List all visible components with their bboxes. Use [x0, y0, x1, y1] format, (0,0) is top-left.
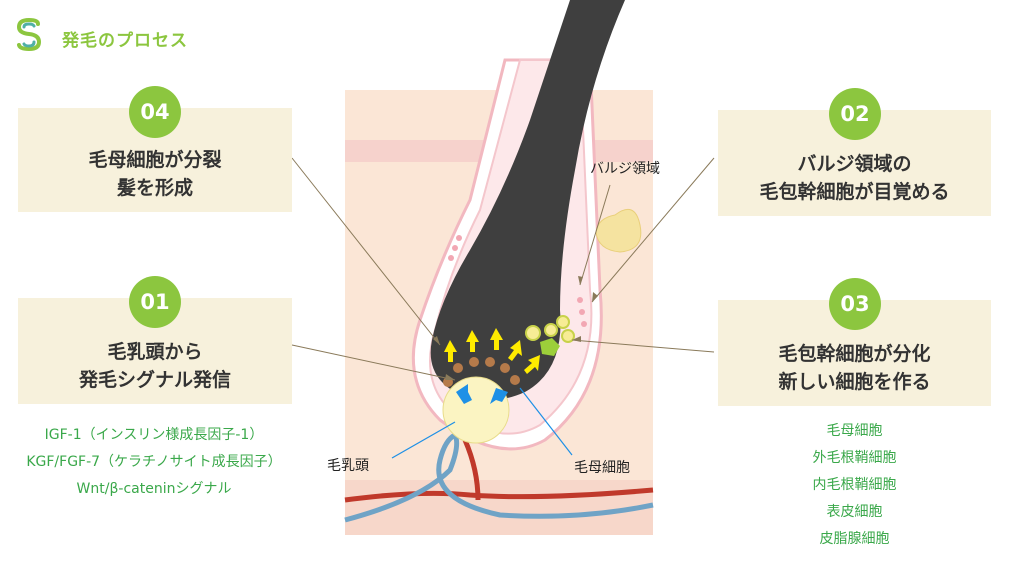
signal-list: IGF-1（インスリン様成長因子-1） KGF/FGF-7（ケラチノサイト成長因… — [0, 422, 308, 503]
cell-item: 外毛根鞘細胞 — [812, 450, 897, 466]
step-02-badge: 02 — [829, 88, 881, 140]
page-title: 発毛のプロセス — [62, 31, 188, 51]
signal-item: IGF-1（インスリン様成長因子-1） — [44, 427, 264, 443]
cell-item: 表皮細胞 — [826, 504, 883, 520]
dermal-papilla — [442, 376, 510, 444]
blood-vessel-red-branch — [462, 439, 481, 501]
step-01-line-1: 毛乳頭から — [107, 341, 203, 363]
step-02-line-1: バルジ領域の — [797, 153, 912, 175]
yellow-growth-arrows — [444, 328, 540, 374]
step-04-box: 毛母細胞が分裂 髪を形成 — [18, 108, 292, 212]
hair-shaft — [430, 0, 625, 400]
cell-type-list: 毛母細胞 外毛根鞘細胞 内毛根鞘細胞 表皮細胞 皮脂腺細胞 — [718, 418, 991, 553]
cell-item: 内毛根鞘細胞 — [812, 477, 897, 493]
step-03-box: 毛包幹細胞が分化 新しい細胞を作る — [718, 300, 991, 406]
signal-item: Wnt/β-cateninシグナル — [76, 481, 232, 497]
step-04-line-1: 毛母細胞が分裂 — [88, 149, 222, 171]
signal-item: KGF/FGF-7（ケラチノサイト成長因子） — [26, 454, 282, 470]
step-04-badge: 04 — [129, 86, 181, 138]
step-03-line-2: 新しい細胞を作る — [778, 371, 931, 393]
connector-lines — [291, 157, 715, 381]
step-02-line-2: 毛包幹細胞が目覚める — [759, 181, 950, 203]
step-03-line-1: 毛包幹細胞が分化 — [778, 343, 931, 365]
step-04-line-2: 髪を形成 — [116, 177, 193, 199]
cell-item: 毛母細胞 — [826, 423, 883, 439]
step-03-badge: 03 — [829, 278, 881, 330]
label-papilla: 毛乳頭 — [327, 458, 369, 474]
blood-vessel-red — [344, 487, 654, 503]
logo-icon — [16, 18, 42, 52]
blood-vessel-blue — [344, 431, 654, 523]
label-matrix: 毛母細胞 — [574, 460, 630, 476]
blue-signal-arrows — [456, 384, 508, 404]
step-01-badge: 01 — [129, 276, 181, 328]
step-01-line-2: 発毛シグナル発信 — [78, 369, 231, 391]
label-bulge: バルジ領域 — [590, 161, 660, 177]
dermis-band — [345, 480, 653, 535]
cell-item: 皮脂腺細胞 — [819, 531, 890, 547]
stem-cells — [525, 315, 575, 356]
